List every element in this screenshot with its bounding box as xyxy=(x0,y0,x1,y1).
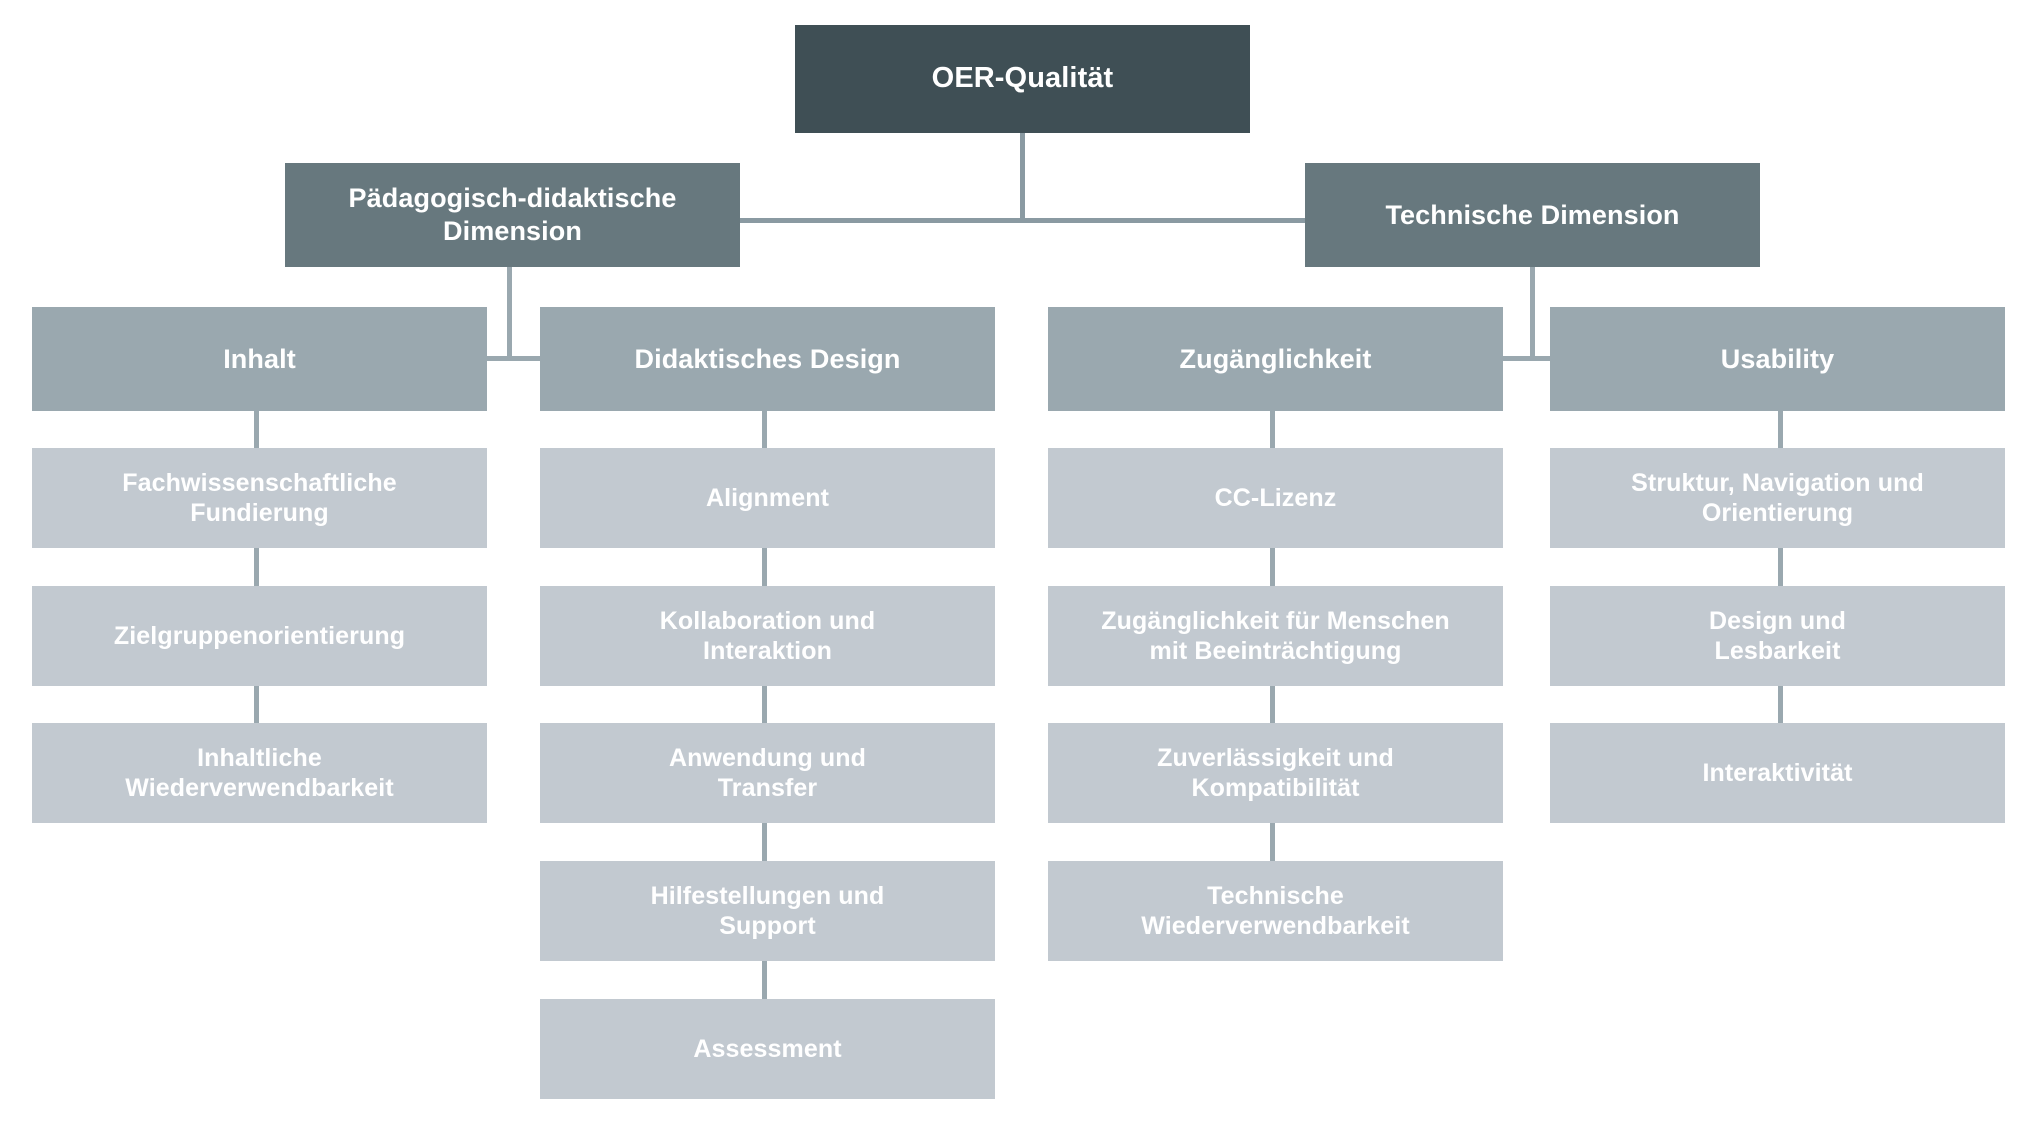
node-didaktisches-design[interactable]: Didaktisches Design xyxy=(540,307,995,411)
connector-col2-3 xyxy=(762,684,767,726)
node-zielgruppenorientierung[interactable]: Zielgruppenorientierung xyxy=(32,586,487,686)
node-label: Inhalt xyxy=(223,343,296,374)
node-label: Zielgruppenorientierung xyxy=(113,621,406,650)
node-label: Zugänglichkeit für Menschen mit Beeinträ… xyxy=(1101,606,1450,666)
node-label: Usability xyxy=(1720,343,1835,374)
node-label: Interaktivität xyxy=(1702,758,1853,787)
node-paedagogisch-didaktische-dimension[interactable]: Pädagogisch-didaktische Dimension xyxy=(285,163,740,267)
connector-dim1-stem xyxy=(507,267,512,359)
node-inhalt[interactable]: Inhalt xyxy=(32,307,487,411)
connector-root-stem xyxy=(1020,133,1025,221)
node-label: Alignment xyxy=(705,483,830,512)
node-technische-dimension[interactable]: Technische Dimension xyxy=(1305,163,1760,267)
node-struktur-navigation-und-orientierung[interactable]: Struktur, Navigation und Orientierung xyxy=(1550,448,2005,548)
connector-col4-1 xyxy=(1778,409,1783,451)
connector-col1-2 xyxy=(254,547,259,589)
node-label: Struktur, Navigation und Orientierung xyxy=(1631,468,1924,528)
node-label: Didaktisches Design xyxy=(634,343,901,374)
node-fachwissenschaftliche-fundierung[interactable]: Fachwissenschaftliche Fundierung xyxy=(32,448,487,548)
node-interaktivitaet[interactable]: Interaktivität xyxy=(1550,723,2005,823)
node-design-und-lesbarkeit[interactable]: Design und Lesbarkeit xyxy=(1550,586,2005,686)
connector-col2-5 xyxy=(762,960,767,1002)
node-label: Kollaboration und Interaktion xyxy=(659,606,876,666)
connector-dim2-bar xyxy=(1503,356,1563,361)
connector-dim1-bar xyxy=(480,356,540,361)
node-assessment[interactable]: Assessment xyxy=(540,999,995,1099)
node-label: Zugänglichkeit xyxy=(1179,343,1372,374)
node-label: OER-Qualität xyxy=(931,62,1114,95)
connector-col1-1 xyxy=(254,409,259,451)
connector-col1-3 xyxy=(254,684,259,726)
node-label: Technische Wiederverwendbarkeit xyxy=(1141,881,1410,941)
connector-dim2-stem xyxy=(1530,267,1535,359)
connector-col4-2 xyxy=(1778,547,1783,589)
connector-dimension-spine xyxy=(737,218,1307,223)
node-label: CC-Lizenz xyxy=(1214,483,1337,512)
node-zugaenglichkeit-fuer-menschen-mit-beeintraechtigung[interactable]: Zugänglichkeit für Menschen mit Beeinträ… xyxy=(1048,586,1503,686)
connector-col3-2 xyxy=(1270,547,1275,589)
node-anwendung-und-transfer[interactable]: Anwendung und Transfer xyxy=(540,723,995,823)
node-zuverlaessigkeit-und-kompatibilitaet[interactable]: Zuverlässigkeit und Kompatibilität xyxy=(1048,723,1503,823)
connector-col2-2 xyxy=(762,547,767,589)
connector-col4-3 xyxy=(1778,684,1783,726)
node-label: Design und Lesbarkeit xyxy=(1708,606,1847,666)
connector-col2-4 xyxy=(762,822,767,864)
node-usability[interactable]: Usability xyxy=(1550,307,2005,411)
node-label: Anwendung und Transfer xyxy=(668,743,867,803)
connector-col3-4 xyxy=(1270,822,1275,864)
node-technische-wiederverwendbarkeit[interactable]: Technische Wiederverwendbarkeit xyxy=(1048,861,1503,961)
node-label: Inhaltliche Wiederverwendbarkeit xyxy=(125,743,394,803)
node-label: Hilfestellungen und Support xyxy=(650,881,885,941)
node-label: Assessment xyxy=(693,1034,842,1063)
node-hilfestellungen-und-support[interactable]: Hilfestellungen und Support xyxy=(540,861,995,961)
connector-col3-1 xyxy=(1270,409,1275,451)
node-zugaenglichkeit[interactable]: Zugänglichkeit xyxy=(1048,307,1503,411)
node-label: Technische Dimension xyxy=(1385,199,1680,230)
node-inhaltliche-wiederverwendbarkeit[interactable]: Inhaltliche Wiederverwendbarkeit xyxy=(32,723,487,823)
connector-col3-3 xyxy=(1270,684,1275,726)
node-cc-lizenz[interactable]: CC-Lizenz xyxy=(1048,448,1503,548)
connector-col2-1 xyxy=(762,409,767,451)
node-oer-qualitaet[interactable]: OER-Qualität xyxy=(795,25,1250,133)
node-kollaboration-und-interaktion[interactable]: Kollaboration und Interaktion xyxy=(540,586,995,686)
node-label: Fachwissenschaftliche Fundierung xyxy=(122,468,397,528)
node-label: Zuverlässigkeit und Kompatibilität xyxy=(1157,743,1394,803)
node-alignment[interactable]: Alignment xyxy=(540,448,995,548)
node-label: Pädagogisch-didaktische Dimension xyxy=(348,183,677,246)
